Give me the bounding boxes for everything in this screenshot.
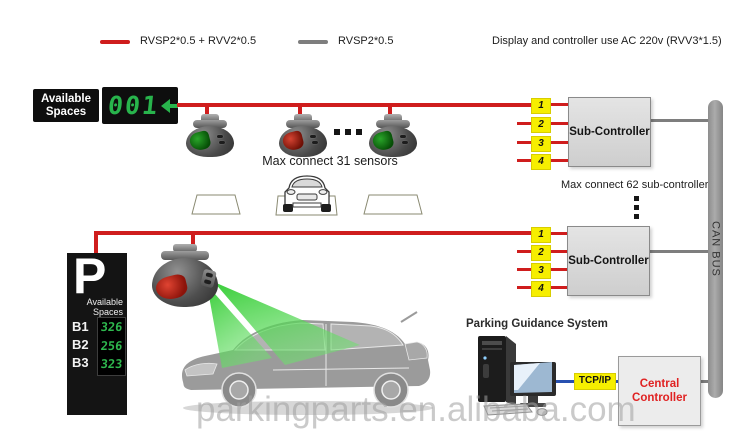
max-sub-controller-note: Max connect 62 sub-controller <box>561 179 709 191</box>
parking-sign-p: P <box>73 248 107 304</box>
sub1-port2-wire <box>549 122 569 125</box>
tcp-ip-tag: TCP/IP <box>574 373 616 390</box>
sub2-port2-stub <box>517 250 531 253</box>
can-bus-bar: CAN BUS <box>708 100 723 398</box>
sub2-port3-wire <box>549 268 568 271</box>
central-canbus-wire <box>699 380 709 383</box>
sub1-port-3: 3 <box>531 136 551 152</box>
sub1-port3-stub <box>517 141 531 144</box>
sensor-rim <box>376 120 410 128</box>
zone-b3-label: B3 <box>72 355 89 370</box>
sub2-canbus-wire <box>648 250 711 253</box>
central-controller-line1: Central <box>639 378 680 390</box>
sub-controller-1-label: Sub-Controller <box>569 126 650 138</box>
sensor-eye-icon <box>312 141 318 144</box>
available-spaces-label-box: Available Spaces <box>33 89 99 122</box>
legend-red-swatch <box>100 40 130 44</box>
ellipsis-vertical-icon <box>634 196 639 201</box>
sub1-port4-stub <box>517 159 531 162</box>
sensor-rim <box>193 120 227 128</box>
ellipsis-horizontal-icon <box>334 129 340 135</box>
sensor-cap <box>201 114 219 121</box>
available-label-line1: Available <box>40 92 92 105</box>
tcp-wire-left <box>556 380 574 383</box>
sub1-port4-wire <box>549 159 569 162</box>
tcp-wire-right <box>614 380 619 383</box>
ultrasonic-sensor-1 <box>186 114 234 158</box>
ellipsis-vertical-icon <box>634 205 639 210</box>
sensor-eye-icon <box>219 141 225 144</box>
sensor-eye-icon <box>400 135 406 138</box>
sub1-port-2: 2 <box>531 117 551 133</box>
guidance-sensor <box>150 244 220 308</box>
sensor-beams <box>207 282 360 368</box>
sub2-port4-stub <box>517 286 531 289</box>
sensor-knob <box>173 244 197 252</box>
sub2-port-1: 1 <box>531 227 551 243</box>
sub1-port-4: 4 <box>531 154 551 170</box>
ellipsis-horizontal-icon <box>356 129 362 135</box>
legend-power-note: Display and controller use AC 220v (RVV3… <box>492 35 722 47</box>
lower-sensor-wire <box>94 231 533 235</box>
sensor-eye-icon <box>217 135 223 138</box>
parked-car-front-icon <box>283 175 331 212</box>
sub1-port3-wire <box>549 141 569 144</box>
sensor-eye-icon <box>310 135 316 138</box>
count-digits: 001 <box>106 91 161 120</box>
bigsensor-drop-wire <box>191 231 195 248</box>
zone-b1-label: B1 <box>72 319 89 334</box>
sub-controller-1: Sub-Controller <box>568 97 651 167</box>
pgs-computer-icon <box>478 336 556 416</box>
psign-drop-wire <box>94 231 98 254</box>
available-label-line2: Spaces <box>45 105 87 118</box>
can-bus-label: CAN BUS <box>709 221 722 277</box>
parking-sign-available: Available Spaces <box>87 297 123 317</box>
ultrasonic-sensor-2 <box>279 114 327 158</box>
sub1-port1-wire <box>549 103 569 106</box>
car-side-sketch <box>181 311 433 415</box>
sub1-port2-stub <box>517 122 531 125</box>
sensor-eye-icon <box>402 141 408 144</box>
sub2-port-2: 2 <box>531 245 551 261</box>
sensor-cap <box>384 114 402 121</box>
parking-sign: P Available Spaces B1 B2 B3 326 256 323 <box>67 248 127 415</box>
sensor-rim <box>286 120 320 128</box>
ellipsis-horizontal-icon <box>345 129 351 135</box>
central-controller: Central Controller <box>618 356 701 426</box>
central-controller-line2: Controller <box>632 392 687 404</box>
sub1-canbus-wire <box>649 119 711 122</box>
pgs-title: Parking Guidance System <box>466 318 608 330</box>
sub2-port3-stub <box>517 268 531 271</box>
sub2-port1-wire <box>549 232 568 235</box>
ellipsis-vertical-icon <box>634 214 639 219</box>
green-left-arrow-icon <box>161 98 178 113</box>
sub-controller-2: Sub-Controller <box>567 226 650 296</box>
zone-counts-display: 326 256 323 <box>97 317 126 376</box>
sub2-port2-wire <box>549 250 568 253</box>
watermark-text: parkingparts.en.alibaba.com <box>196 390 636 429</box>
max-sensors-note: Max connect 31 sensors <box>262 154 398 168</box>
zone-b1-count: 326 <box>100 320 123 334</box>
sensor1-drop-wire <box>205 105 209 118</box>
sensor3-drop-wire <box>388 105 392 118</box>
zone-b3-count: 323 <box>100 357 123 371</box>
sensor-cap <box>294 114 312 121</box>
sub2-port-4: 4 <box>531 281 551 297</box>
legend-gray-label: RVSP2*0.5 <box>338 35 394 47</box>
parking-sign-available-line1: Available <box>86 297 123 307</box>
sub2-port-3: 3 <box>531 263 551 279</box>
top-sensor-wire <box>177 103 533 107</box>
sensor-rim <box>161 251 209 260</box>
count-display: 001 <box>102 87 178 124</box>
legend-gray-swatch <box>298 40 328 44</box>
zone-b2-label: B2 <box>72 337 89 352</box>
sensor2-drop-wire <box>298 105 302 118</box>
sub1-port-1: 1 <box>531 98 551 114</box>
sub2-port4-wire <box>549 286 568 289</box>
legend-red-label: RVSP2*0.5 + RVV2*0.5 <box>140 35 257 47</box>
zone-b2-count: 256 <box>100 338 123 353</box>
parking-sign-available-line2: Spaces <box>92 307 123 317</box>
sub-controller-2-label: Sub-Controller <box>568 255 649 267</box>
ultrasonic-sensor-3 <box>369 114 417 158</box>
